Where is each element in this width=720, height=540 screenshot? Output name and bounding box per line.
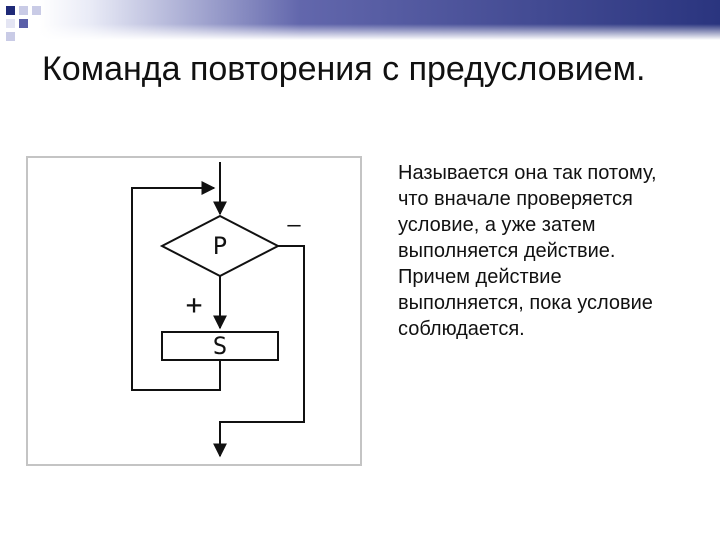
corner-square — [19, 6, 28, 15]
true-branch-label: + — [186, 288, 203, 321]
corner-square — [19, 19, 28, 28]
corner-square — [6, 19, 15, 28]
corner-square — [32, 6, 41, 15]
corner-square — [6, 6, 15, 15]
flowchart-frame: P + S — — [26, 156, 362, 466]
condition-label: P — [213, 232, 227, 260]
corner-square — [6, 32, 15, 41]
action-box — [161, 331, 279, 361]
loop-back-arrow — [131, 181, 221, 391]
action-label: S — [213, 332, 227, 360]
false-branch-arrow — [213, 245, 305, 458]
flowchart-svg: P + S — — [131, 162, 305, 458]
description-text: Называется она так потому, что вначале п… — [398, 162, 657, 340]
slide-title: Команда повторения с предусловием. — [42, 50, 646, 88]
header-gradient-fade — [0, 24, 720, 40]
false-branch-label: — — [287, 213, 301, 238]
